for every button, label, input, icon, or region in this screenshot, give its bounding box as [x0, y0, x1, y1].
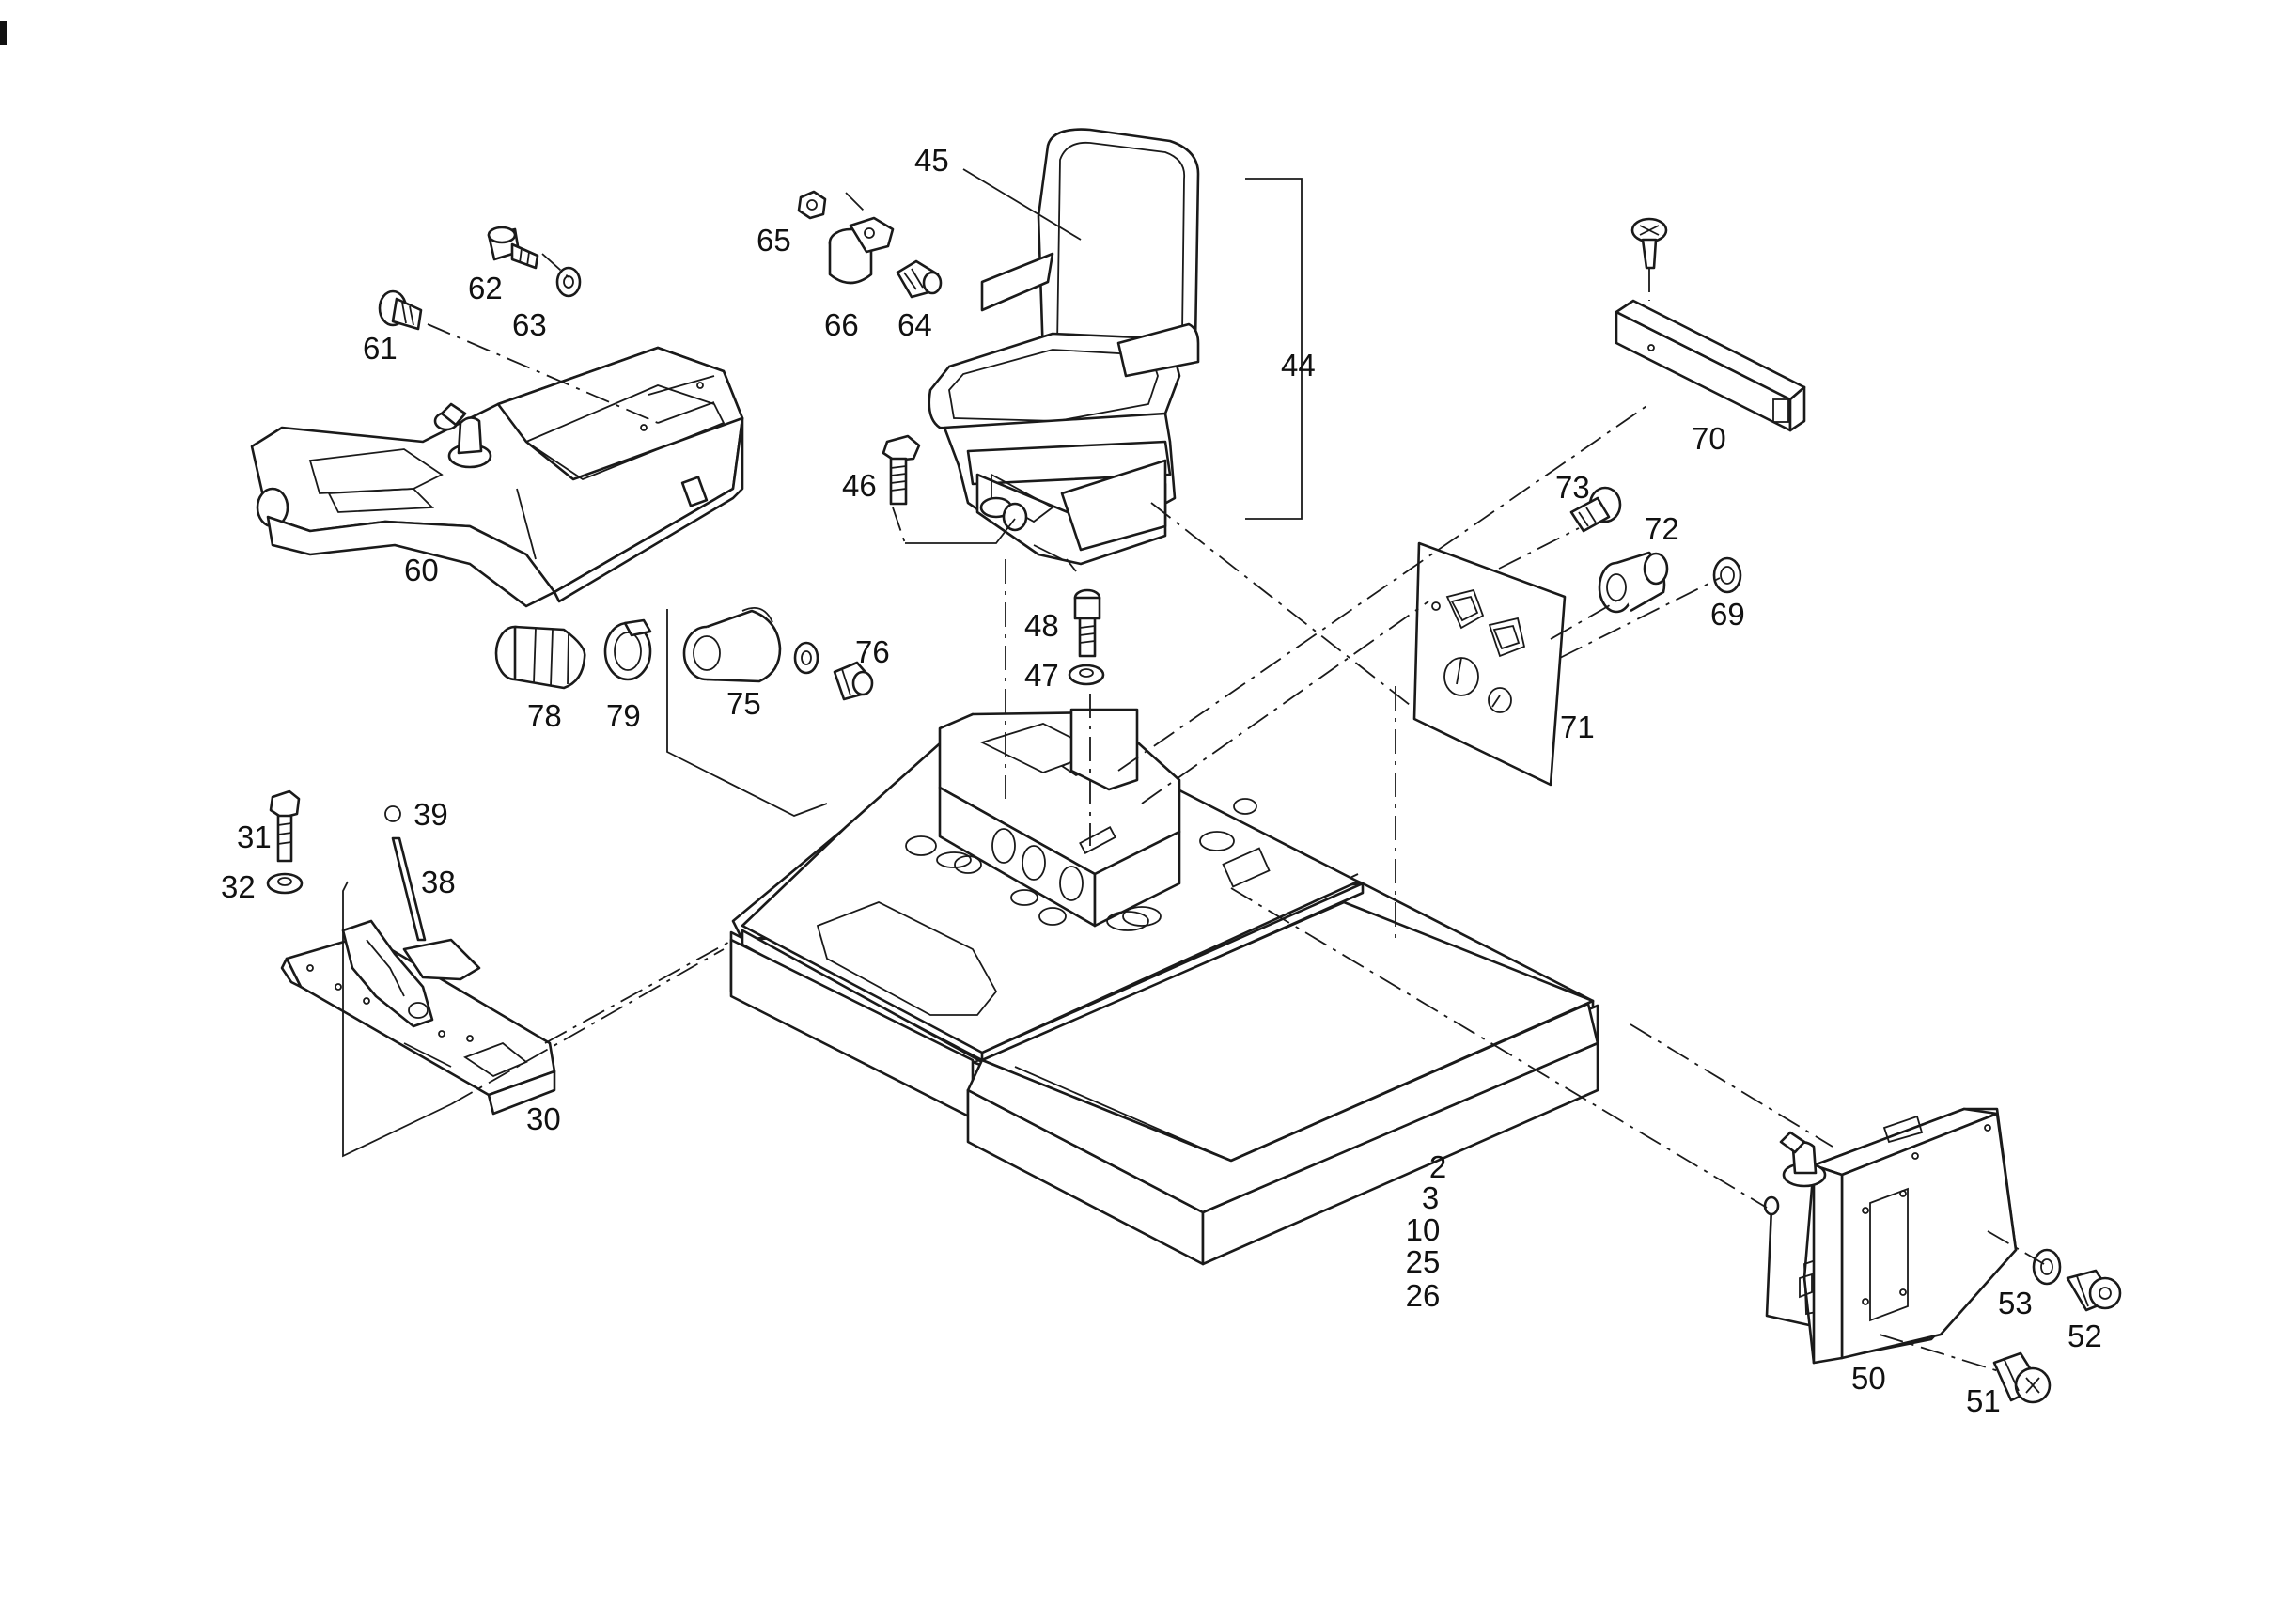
label-leaders — [962, 168, 1082, 241]
washer-53 — [2032, 1248, 2062, 1286]
grommet-69 — [1712, 556, 1742, 594]
label-69: 69 — [1710, 597, 1745, 632]
operator-seat — [928, 128, 1200, 572]
label-39: 39 — [413, 797, 448, 832]
bolt-46 — [882, 434, 921, 506]
screw-73 — [1569, 486, 1622, 533]
pedal-assembly-30 — [280, 919, 556, 1116]
pin-39 — [384, 805, 401, 822]
page-corner-mark — [0, 21, 7, 45]
right-control-console — [1763, 1107, 2018, 1365]
label-73: 73 — [1555, 470, 1590, 505]
screw-70 — [1630, 217, 1668, 270]
label-48: 48 — [1024, 608, 1059, 643]
boot-78 — [494, 625, 586, 690]
clamp-66 — [828, 216, 895, 285]
part-labels: 2 3 10 25 26 30 31 32 38 39 44 45 46 47 … — [221, 143, 2102, 1418]
bolt-76 — [833, 661, 874, 701]
label-30: 30 — [526, 1101, 561, 1136]
left-control-console — [250, 346, 744, 608]
label-76: 76 — [855, 634, 890, 669]
label-2: 2 — [1429, 1149, 1446, 1184]
floor-base-slab — [966, 1002, 1599, 1266]
label-53: 53 — [1998, 1286, 2033, 1320]
label-51: 51 — [1966, 1383, 2001, 1418]
washer-76 — [793, 641, 819, 675]
label-10: 10 — [1406, 1212, 1441, 1247]
floor-platform — [729, 708, 1599, 1224]
label-66: 66 — [824, 307, 859, 342]
washer-32 — [266, 872, 304, 895]
label-75: 75 — [726, 686, 761, 721]
label-64: 64 — [897, 307, 932, 342]
switch-panel-71 — [1412, 541, 1567, 787]
nut-65 — [797, 190, 827, 220]
bolt-48 — [1073, 588, 1101, 658]
label-71: 71 — [1560, 710, 1595, 744]
clamp-79 — [603, 618, 652, 681]
bolt-31 — [269, 789, 301, 863]
label-63: 63 — [512, 307, 547, 342]
label-32: 32 — [221, 869, 256, 904]
pedal-bracket-30 — [342, 881, 452, 1158]
label-60: 60 — [404, 553, 439, 587]
bolt-52 — [2066, 1269, 2122, 1312]
label-70: 70 — [1692, 421, 1726, 456]
label-72: 72 — [1645, 511, 1679, 546]
bracket-tube-70 — [1615, 299, 1806, 432]
label-45: 45 — [914, 143, 949, 178]
screw-62 — [487, 226, 539, 270]
screw-61 — [378, 289, 423, 331]
label-50: 50 — [1851, 1361, 1886, 1396]
label-46: 46 — [842, 468, 877, 503]
label-47: 47 — [1024, 658, 1059, 693]
label-79: 79 — [606, 698, 641, 733]
seat-assembly-bracket — [1245, 178, 1303, 520]
screw-51 — [1992, 1351, 2052, 1404]
label-65: 65 — [757, 223, 791, 258]
bolt-64 — [896, 259, 943, 299]
washer-47 — [1068, 664, 1105, 686]
rod-38 — [391, 836, 427, 942]
label-26: 26 — [1406, 1278, 1441, 1313]
label-3: 3 — [1422, 1180, 1439, 1215]
label-44: 44 — [1281, 348, 1316, 383]
connector-bracket-75 — [666, 609, 828, 817]
label-61: 61 — [363, 331, 398, 366]
washer-63 — [555, 266, 582, 298]
label-38: 38 — [421, 865, 456, 899]
connector-72 — [1598, 551, 1669, 614]
label-52: 52 — [2067, 1319, 2102, 1353]
label-25: 25 — [1406, 1244, 1441, 1279]
assembly-centerlines — [427, 192, 2045, 1373]
housing-75 — [682, 607, 782, 683]
label-31: 31 — [237, 820, 272, 854]
label-78: 78 — [527, 698, 562, 733]
label-62: 62 — [468, 271, 503, 305]
